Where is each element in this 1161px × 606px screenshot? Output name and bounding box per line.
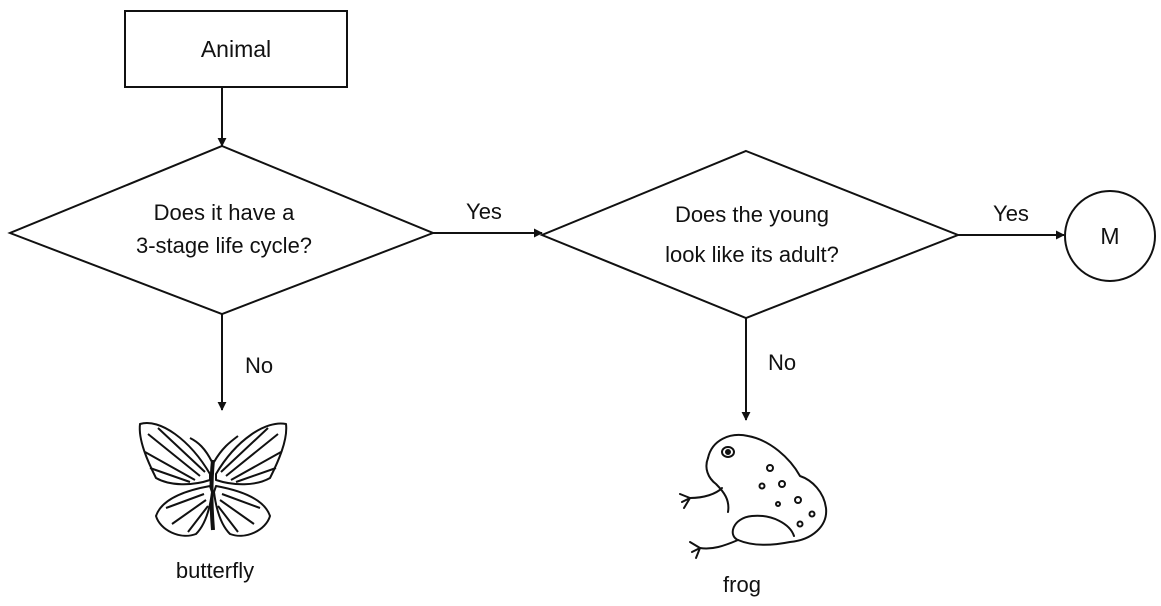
decision-1-no-label: No	[245, 353, 273, 378]
terminal-circle-label: M	[1100, 223, 1119, 249]
decision-2-diamond	[539, 149, 961, 320]
terminal-circle: M	[1064, 190, 1156, 282]
decision-2-line2: look like its adult?	[665, 242, 839, 267]
butterfly-label: butterfly	[176, 558, 254, 583]
decision-1: Does it have a 3-stage life cycle?	[7, 144, 436, 316]
start-box-rect	[124, 10, 348, 88]
start-box-label: Animal	[201, 36, 271, 62]
terminal-circle-shape	[1064, 190, 1156, 282]
butterfly-icon	[138, 422, 288, 537]
decision-2-line1: Does the young	[675, 202, 829, 227]
frog-label: frog	[723, 572, 761, 597]
frog-icon	[679, 434, 828, 559]
decision-2-yes-label: Yes	[993, 201, 1029, 226]
decision-1-line1: Does it have a	[154, 200, 295, 225]
decision-2: Does the young look like its adult?	[539, 149, 961, 320]
decision-1-yes-label: Yes	[466, 199, 502, 224]
start-box: Animal	[124, 10, 348, 88]
decision-2-no-label: No	[768, 350, 796, 375]
decision-1-line2: 3-stage life cycle?	[136, 233, 312, 258]
decision-1-diamond	[7, 144, 436, 316]
